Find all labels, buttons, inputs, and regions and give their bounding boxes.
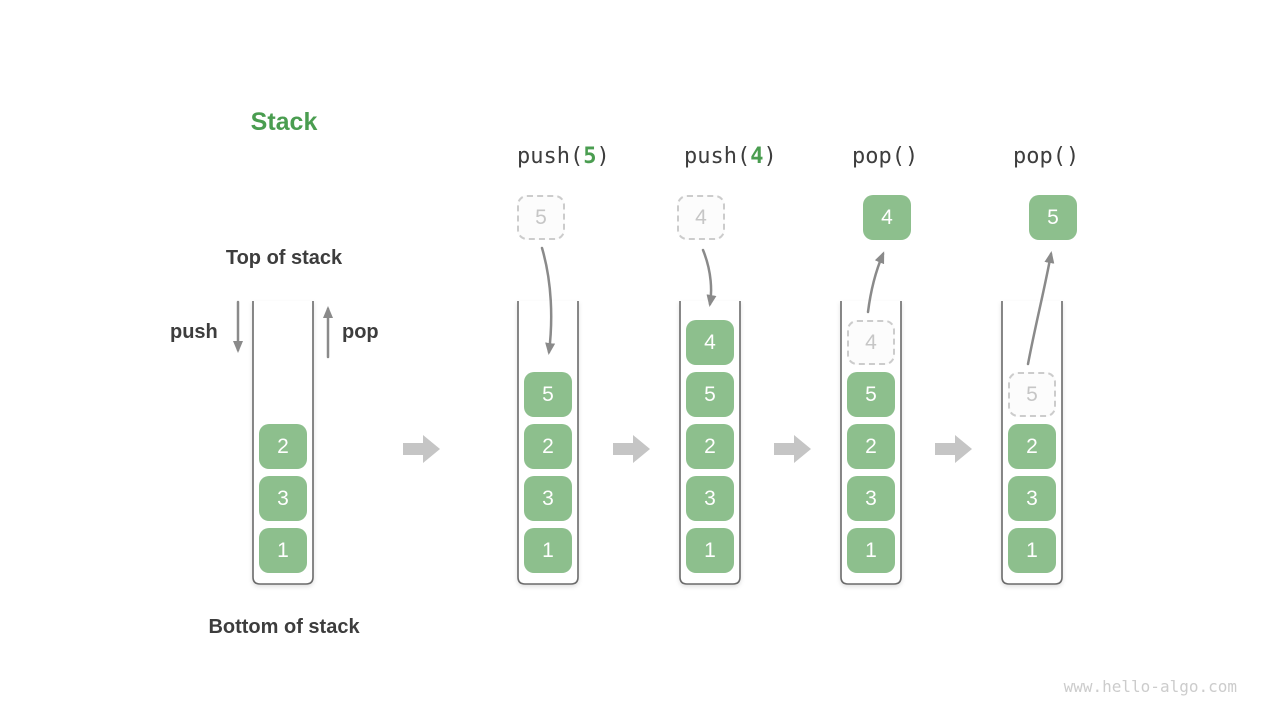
transition-arrow-icon [613, 435, 650, 463]
stack-cell: 1 [524, 528, 572, 573]
operation-text: ) [763, 144, 777, 169]
operation-label-after-pop-4: pop() [852, 144, 918, 169]
operation-label-after-push-5: push(5) [517, 144, 610, 169]
pop-label: pop [342, 321, 379, 343]
stack-cell: 5 [686, 372, 734, 417]
transition-arrow-icon [935, 435, 972, 463]
pop-4-arrow-icon [866, 251, 885, 314]
transition-arrow-icon [774, 435, 811, 463]
stack-cell: 2 [686, 424, 734, 469]
transition-arrow-icon [403, 435, 440, 463]
popped-cell: 5 [1029, 195, 1077, 240]
pop-5-arrow-icon [1026, 251, 1055, 366]
operation-text: pop() [852, 144, 919, 169]
incoming-cell: 5 [517, 195, 565, 240]
bottom-of-stack-label: Bottom of stack [208, 616, 360, 638]
stack-cell: 1 [686, 528, 734, 573]
operation-text: pop() [1013, 144, 1080, 169]
popped-cell: 4 [863, 195, 911, 240]
operation-text: ) [596, 144, 610, 169]
stack-cell: 3 [1008, 476, 1056, 521]
stack-cell-ghost: 4 [847, 320, 895, 365]
stack-cell: 2 [847, 424, 895, 469]
push-5-arrow-icon [540, 246, 556, 355]
stack-cell: 1 [847, 528, 895, 573]
stack-cell: 2 [1008, 424, 1056, 469]
operation-text: push( [517, 144, 584, 169]
operation-label-after-push-4: push(4) [684, 144, 777, 169]
stack-cell: 3 [524, 476, 572, 521]
operation-arg: 4 [750, 144, 764, 169]
push-label: push [170, 321, 218, 343]
incoming-cell: 4 [677, 195, 725, 240]
watermark: www.hello-algo.com [1063, 677, 1237, 696]
stack-cell: 3 [686, 476, 734, 521]
top-of-stack-label: Top of stack [225, 247, 343, 269]
stack-cell: 3 [259, 476, 307, 521]
operation-text: push( [684, 144, 751, 169]
stack-cell: 2 [524, 424, 572, 469]
stack-cell: 1 [1008, 528, 1056, 573]
operation-label-after-pop-5: pop() [1013, 144, 1079, 169]
stack-cell: 5 [847, 372, 895, 417]
stack-cell-ghost: 5 [1008, 372, 1056, 417]
stack-cell: 3 [847, 476, 895, 521]
stack-cell: 1 [259, 528, 307, 573]
stack-cell: 2 [259, 424, 307, 469]
operation-arg: 5 [583, 144, 597, 169]
stack-cell: 4 [686, 320, 734, 365]
push-4-arrow-icon [701, 248, 717, 307]
stack-cell: 5 [524, 372, 572, 417]
page-title: Stack [250, 108, 318, 136]
